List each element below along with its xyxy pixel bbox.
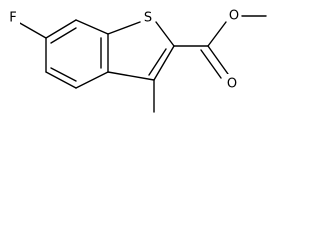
ester-oxygen-label: O [229,9,239,24]
bond-c7a-s [107,21,141,35]
substituents [17,15,267,113]
sulfur-label: S [144,11,152,26]
bond-carbonyl-oxygen-a [207,45,229,75]
bond-carbonyl-ester-oxygen [207,21,227,47]
fluorine-atom: F [6,9,20,27]
bond-s-c2 [155,21,175,47]
thiophene-ring [107,21,175,81]
carbonyl-oxygen-atom: O [225,74,239,94]
benzene-ring [45,19,109,89]
sulfur-atom: S [141,8,155,28]
bond-c7-c6-inner [50,27,77,44]
bond-c5-c4 [45,71,77,89]
molecular-structure-diagram: F S O O [6,6,267,113]
bond-c5-c4-inner [50,67,77,82]
bond-c6-fluorine [17,21,47,39]
carbonyl-oxygen-label: O [227,77,237,92]
bond-c2-c3 [153,45,175,81]
bond-c4-c3a [75,71,109,89]
atom-labels: F S O O [6,6,241,94]
bond-c7-c6 [45,19,77,39]
fluorine-label: F [9,11,16,26]
bond-carbonyl-oxygen-b [200,49,222,79]
ester-oxygen-atom: O [227,6,241,26]
bond-c7a-c7 [75,19,109,35]
bond-c3-c3a [107,71,155,81]
bond-c2-c3-inner [148,48,167,76]
